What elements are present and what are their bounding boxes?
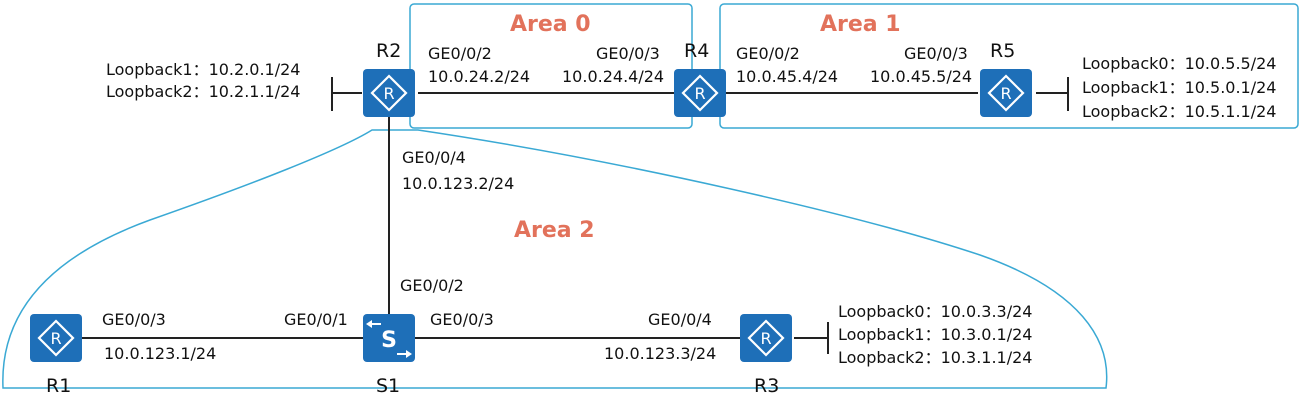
r4-ge003-ip: 10.0.24.4/24	[562, 67, 665, 86]
area-2-label: Area 2	[514, 218, 595, 243]
router-icon: R	[363, 69, 415, 117]
router-r3[interactable]: R	[740, 314, 792, 362]
svg-text:R: R	[694, 84, 705, 103]
router-icon: R	[740, 314, 792, 362]
loopback-stub-r5	[1036, 77, 1069, 111]
area-1-boundary	[719, 3, 1299, 129]
s1-ge002-port: GE0/0/2	[400, 276, 464, 295]
r3-ge004-ip: 10.0.123.3/24	[604, 344, 717, 363]
device-name-r2: R2	[376, 40, 402, 62]
r3-loopback1: Loopback1：10.3.0.1/24	[838, 325, 1033, 344]
r3-loopback2: Loopback2：10.3.1.1/24	[838, 348, 1033, 367]
area-0-boundary	[409, 3, 693, 129]
router-r1[interactable]: R	[30, 314, 82, 362]
area-2-boundary	[2, 129, 1108, 389]
s1-ge003-port: GE0/0/3	[430, 310, 494, 329]
router-r5[interactable]: R	[980, 69, 1032, 117]
r2-ge004-port: GE0/0/4	[402, 148, 466, 167]
r5-loopback1: Loopback1：10.5.0.1/24	[1082, 78, 1277, 97]
device-name-r4: R4	[684, 40, 710, 62]
area-0-label: Area 0	[510, 12, 591, 37]
r5-loopback0: Loopback0：10.0.5.5/24	[1082, 54, 1277, 73]
device-name-r3: R3	[754, 375, 780, 397]
area-1-label: Area 1	[820, 12, 901, 37]
r2-ge002-ip: 10.0.24.2/24	[428, 67, 531, 86]
device-name-r1: R1	[46, 375, 72, 397]
r2-loopback2: Loopback2：10.2.1.1/24	[106, 82, 301, 101]
router-icon: R	[980, 69, 1032, 117]
router-icon: R	[674, 69, 726, 117]
r2-ge002-port: GE0/0/2	[428, 44, 492, 63]
device-name-r5: R5	[990, 40, 1016, 62]
s1-ge001-port: GE0/0/1	[284, 310, 348, 329]
device-name-s1: S1	[376, 375, 401, 397]
router-icon: R	[30, 314, 82, 362]
switch-s1[interactable]: S	[363, 314, 415, 362]
router-r4[interactable]: R	[674, 69, 726, 117]
svg-text:R: R	[50, 329, 61, 348]
router-r2[interactable]: R	[363, 69, 415, 117]
r5-ge003-ip: 10.0.45.5/24	[870, 67, 973, 86]
svg-text:R: R	[1000, 84, 1011, 103]
r1-ge003-port: GE0/0/3	[102, 310, 166, 329]
svg-text:S: S	[381, 328, 397, 353]
r4-ge002-ip: 10.0.45.4/24	[736, 67, 839, 86]
r4-ge003-port: GE0/0/3	[596, 44, 660, 63]
r5-loopback2: Loopback2：10.5.1.1/24	[1082, 102, 1277, 121]
loopback-stub-r3	[794, 322, 829, 354]
svg-text:R: R	[383, 84, 394, 103]
r2-ge004-ip: 10.0.123.2/24	[402, 174, 515, 193]
r3-ge004-port: GE0/0/4	[648, 310, 712, 329]
r1-ge003-ip: 10.0.123.1/24	[104, 344, 217, 363]
r2-loopback1: Loopback1：10.2.0.1/24	[106, 60, 301, 79]
r5-ge003-port: GE0/0/3	[904, 44, 968, 63]
svg-text:R: R	[760, 329, 771, 348]
loopback-stub-r2	[331, 77, 362, 111]
switch-icon: S	[363, 314, 415, 362]
r4-ge002-port: GE0/0/2	[736, 44, 800, 63]
r3-loopback0: Loopback0：10.0.3.3/24	[838, 302, 1033, 321]
